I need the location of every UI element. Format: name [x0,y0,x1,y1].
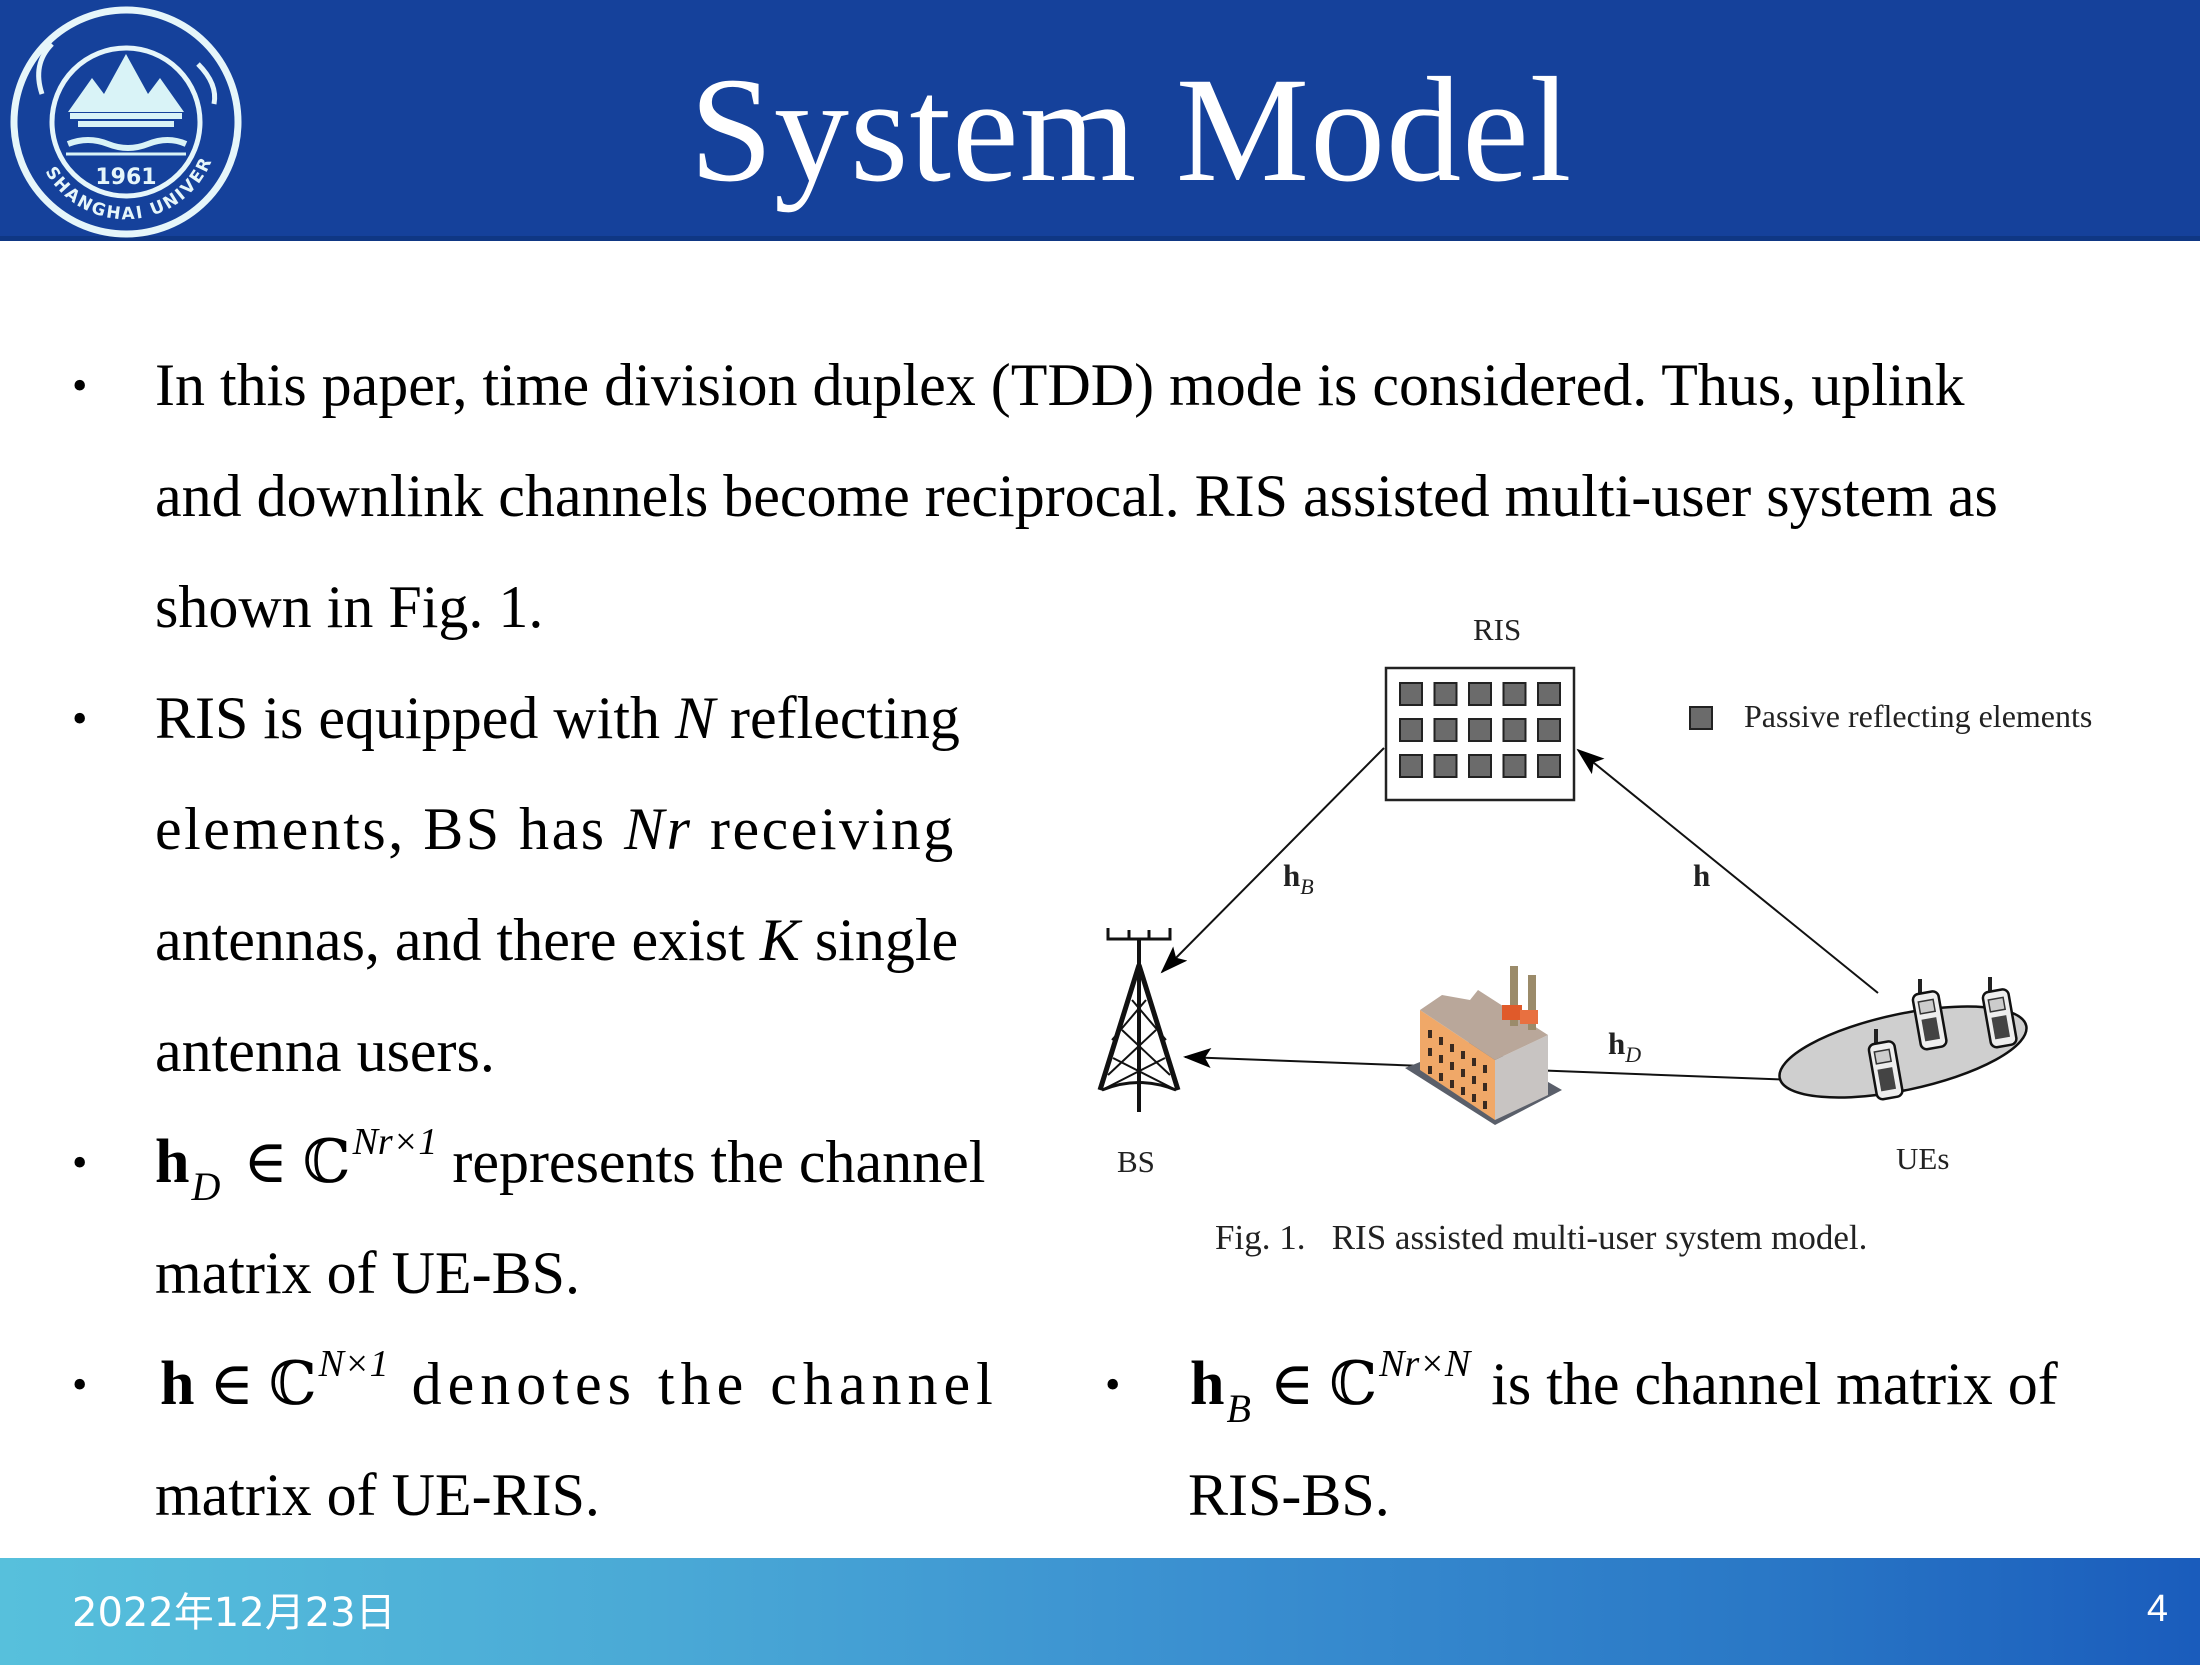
slide-header: 1961 SHANGHAI UNIVERSITY System Model [0,0,2200,241]
page-number: 4 [2146,1588,2168,1630]
ris-element [1399,718,1423,742]
hb-label: hB [1283,858,1314,899]
bullet-text-line: and downlink channels become reciprocal.… [155,463,1998,529]
building-window [1483,1083,1487,1091]
footer-date: 2022年12月23日 [72,1590,396,1636]
building-window [1439,1055,1443,1063]
building-window [1450,1062,1454,1070]
mobile-phone-icon [1867,1029,1904,1101]
bullet-text-line: elements, BS has Nr receiving [155,796,956,862]
var-nr: Nr [624,796,693,862]
bullet-marker: • [72,694,88,743]
ris-element [1502,718,1527,742]
bullet-formula-line: hD ∈ ℂNr×1 represents the channel [155,1121,986,1209]
ris-element [1433,754,1458,778]
bullet-text-line: In this paper, time division duplex (TDD… [155,352,1965,418]
ris-element [1537,754,1561,778]
bullet-marker: • [1105,1360,1121,1409]
legend-element-swatch [1689,706,1713,730]
arrow-hb [1160,747,1385,974]
bullet-text-line: antennas, and there exist K single [155,907,959,973]
building-window [1472,1058,1476,1066]
page-title: System Model [689,47,1573,213]
bullet-marker: • [72,361,88,410]
building-window [1483,1065,1487,1073]
bullet-text-line: shown in Fig. 1. [155,574,544,640]
building-window [1472,1076,1476,1084]
ris-element [1399,754,1423,778]
bs-tower-icon [1097,928,1181,1112]
var-n: N [675,685,716,751]
bullet-formula-line: hB ∈ ℂNr×N is the channel matrix of [1190,1343,2058,1431]
building-window [1450,1044,1454,1052]
bullet-text-line: matrix of UE-BS. [155,1240,580,1306]
bullet-formula-line: h ∈ ℂN×1 denotes the channel [160,1343,999,1418]
building-window [1428,1066,1432,1074]
bullet-marker: • [72,1360,88,1409]
h-label: h [1693,858,1711,893]
symbol-h: h [1190,1350,1225,1418]
ris-element [1399,682,1423,706]
slide-footer: 2022年12月23日 4 [0,1558,2200,1665]
arrow-h [1576,748,1879,994]
ris-element [1537,682,1561,706]
ris-element [1433,682,1458,706]
ris-element [1468,718,1492,742]
figure-caption: Fig. 1. RIS assisted multi-user system m… [1215,1218,1868,1257]
building-window [1450,1080,1454,1088]
ris-element-grid [1399,682,1561,778]
mobile-phone-icon [1911,979,1948,1051]
ris-element [1502,754,1527,778]
building-window [1439,1037,1443,1045]
ris-element [1468,682,1492,706]
var-k: K [759,907,800,973]
bullet-marker: • [72,1138,88,1187]
ris-label: RIS [1473,612,1522,647]
ris-panel [1384,666,1576,802]
building-window [1461,1051,1465,1059]
bullet-text-line: matrix of UE-RIS. [155,1462,600,1528]
building-window [1483,1101,1487,1109]
bullet-text-line: antenna users. [155,1018,495,1084]
bullet-text-line: RIS-BS. [1188,1462,1390,1528]
building-window [1439,1073,1443,1081]
mobile-phone-icon [1981,977,2018,1049]
building-window [1428,1030,1432,1038]
building-window [1472,1094,1476,1102]
ris-element [1433,718,1458,742]
hd-label: hD [1608,1026,1642,1067]
ues-label: UEs [1896,1141,1950,1176]
ris-element [1502,682,1527,706]
logo-year: 1961 [95,165,156,190]
building-window [1461,1087,1465,1095]
bs-label: BS [1117,1144,1155,1179]
building-window [1428,1048,1432,1056]
ris-element [1537,718,1561,742]
ris-element [1468,754,1492,778]
building-icon [1405,966,1562,1125]
legend-label: Passive reflecting elements [1744,698,2093,734]
bullet-text-line: RIS is equipped with N reflecting [155,685,960,751]
symbol-h: h [160,1350,195,1418]
ue-group [1778,977,2028,1101]
building-window [1461,1069,1465,1077]
university-logo: 1961 SHANGHAI UNIVERSITY [8,4,242,238]
symbol-h: h [155,1128,190,1196]
